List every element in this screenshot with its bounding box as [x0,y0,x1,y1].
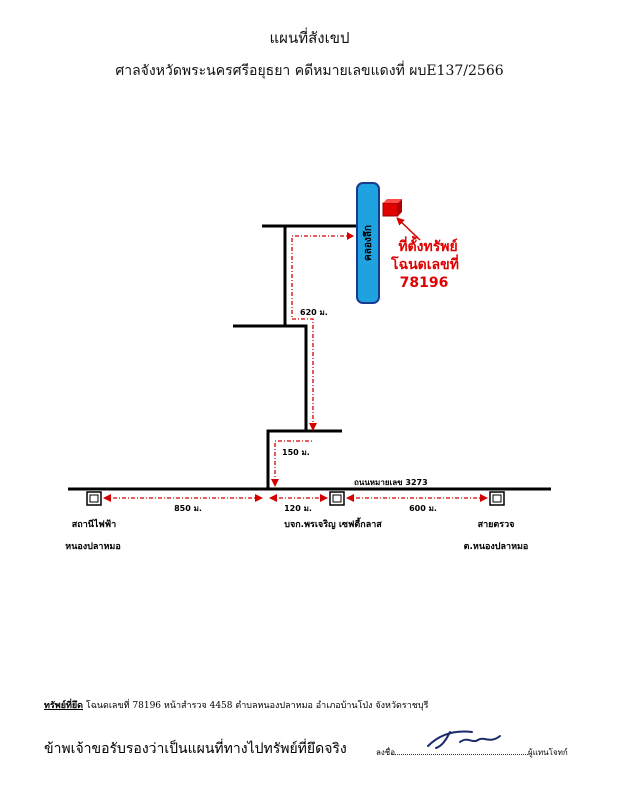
road-network [68,224,551,491]
property-description: ทรัพย์ที่ยึด โฉนดเลขที่ 78196 หน้าสำรวจ … [44,698,428,712]
route-path [274,235,353,483]
dist-150-label: 150 ม. [282,448,310,457]
page-title: แผนที่สังเขป [269,29,350,47]
road-spine [266,324,308,489]
highway-label: ถนนหมายเลข 3273 [354,478,428,487]
property-label-2: โฉนดเลขที่ [390,254,459,273]
property-label-1: ที่ตั้งทรัพย์ [398,235,457,255]
landmark-company [329,491,345,506]
property-marker [382,199,402,217]
dist-850-label: 850 ม. [174,504,202,513]
landmark-center-label: บจก.พรเจริญ เซฟตี้กลาส [284,517,382,530]
property-heading: ทรัพย์ที่ยึด [44,701,84,711]
sign-label: ลงชื่อ [376,748,396,757]
landmark-right-label-2: ต.หนองปลาหมอ [464,541,529,552]
khlong-luek-road [356,182,380,304]
dist-600-label: 600 ม. [409,504,437,513]
signature [427,730,501,749]
property-text: โฉนดเลขที่ 78196 หน้าสำรวจ 4458 ตำบลหนอง… [83,701,429,711]
signature-line [392,754,528,755]
road-branch [233,224,287,328]
landmark-right-label-1: สายตรวจ [478,520,515,530]
road-vertical-label: คลองลึก [362,225,374,261]
landmark-patrol [489,491,505,506]
property-pointer [396,217,421,241]
dist-620-label: 620 ม. [300,308,328,317]
landmark-left-label-2: หนองปลาหมอ [65,541,120,552]
property-label-3: 78196 [400,275,449,291]
sign-role: ผู้แทนโจทก์ [528,748,568,757]
landmark-left-label-1: สถานีไฟฟ้า [72,518,116,530]
page-subtitle: ศาลจังหวัดพระนครศรีอยุธยา คดีหมายเลขแดงท… [115,63,504,79]
landmark-power-station [86,491,102,506]
dist-120-label: 120 ม. [284,504,312,513]
certification-text: ข้าพเจ้าขอรับรองว่าเป็นแผนที่ทางไปทรัพย์… [44,741,347,757]
